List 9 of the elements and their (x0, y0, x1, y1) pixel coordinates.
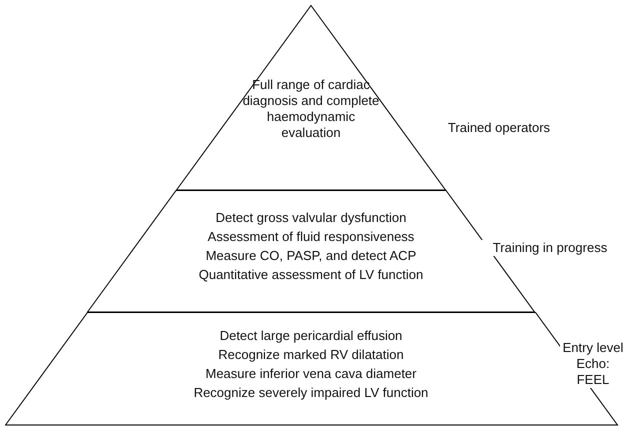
tier-text: Measure inferior vena cava diameter (204, 366, 418, 382)
tier-text: Recognize marked RV dilatation (217, 347, 405, 363)
tier-text: Detect large pericardial effusion (218, 328, 404, 344)
tier-text: Assessment of fluid responsiveness (206, 229, 416, 245)
tier-text: Quantitative assessment of LV function (198, 267, 424, 283)
tier-text: Full range of cardiac diagnosis and complete haemodynamic evaluation (242, 77, 380, 141)
tier-text: Recognize severely impaired LV function (192, 385, 430, 401)
tier-text: Detect gross valvular dysfunction (214, 210, 408, 226)
tier-text: Measure CO, PASP, and detect ACP (204, 248, 418, 264)
